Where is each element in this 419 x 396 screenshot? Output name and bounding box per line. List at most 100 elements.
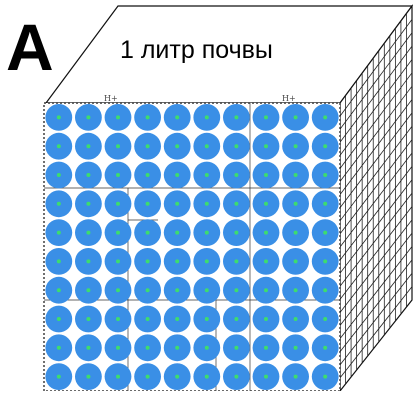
soil-particle-center [175, 259, 180, 264]
soil-particle-center [145, 201, 150, 206]
soil-particle-center [204, 201, 209, 206]
soil-particle-center [264, 115, 268, 120]
soil-particle-center [234, 317, 239, 321]
soil-particle-center [323, 144, 328, 149]
right-face-horizontal-line [339, 166, 413, 261]
soil-particle-center [56, 144, 61, 149]
right-face-horizontal-line [339, 192, 413, 287]
right-face-horizontal-line [339, 219, 413, 313]
soil-particle-center [323, 345, 328, 350]
right-face-horizontal-line [339, 139, 413, 235]
cube-right-face-grid [339, 13, 413, 384]
right-face-horizontal-line [339, 99, 413, 195]
soil-particle-center [264, 230, 268, 235]
soil-particle-center [56, 317, 61, 321]
soil-particle-center [293, 144, 298, 149]
soil-particle-center [204, 144, 209, 149]
soil-particle-center [264, 259, 268, 264]
soil-particle-center [175, 288, 180, 293]
soil-particle-center [264, 345, 268, 350]
soil-particle-center [116, 115, 120, 120]
soil-particle-center [264, 144, 268, 149]
soil-particle-center [234, 288, 239, 293]
soil-particle-center [116, 345, 120, 350]
soil-particle-center [56, 345, 61, 350]
soil-particle-center [145, 230, 150, 235]
soil-particle-center [145, 144, 150, 149]
soil-particle-center [86, 345, 91, 350]
right-face-horizontal-line [339, 112, 413, 208]
soil-particle-center [86, 259, 91, 264]
soil-particle-center [86, 201, 91, 206]
soil-particle-center [145, 345, 150, 350]
soil-particle-center [56, 259, 61, 264]
right-face-horizontal-line [339, 72, 413, 169]
soil-particle-center [56, 288, 61, 293]
soil-particle-center [204, 317, 209, 321]
soil-particle-center [116, 144, 120, 149]
right-face-horizontal-line [339, 246, 413, 339]
soil-particle-center [323, 259, 328, 264]
soil-particle-center [145, 259, 150, 264]
soil-particle-center [264, 317, 268, 321]
panel-letter: A [6, 10, 54, 84]
soil-particle-center [204, 374, 209, 379]
soil-particle-center [145, 374, 150, 379]
soil-particle-center [293, 374, 298, 379]
soil-particle-center [293, 201, 298, 206]
soil-particle-center [234, 115, 239, 120]
soil-particle-center [56, 230, 61, 235]
soil-particle-center [175, 201, 180, 206]
soil-particle-center [323, 317, 328, 321]
soil-particle-center [293, 288, 298, 293]
right-face-horizontal-line [339, 259, 413, 352]
soil-particle-center [234, 259, 239, 264]
soil-particle-center [145, 288, 150, 293]
soil-particle-center [234, 345, 239, 350]
soil-particle-center [234, 230, 239, 235]
soil-particle-center [293, 317, 298, 321]
right-face-horizontal-line [339, 179, 413, 274]
soil-particle-center [234, 173, 239, 177]
soil-particle-center [234, 374, 239, 379]
soil-particle-center [175, 144, 180, 149]
right-face-horizontal-line [339, 126, 413, 222]
soil-particle-center [234, 201, 239, 206]
soil-particle-center [86, 173, 91, 177]
soil-particle-center [175, 230, 180, 235]
soil-particle-center [116, 317, 120, 321]
soil-particle-center [116, 201, 120, 206]
soil-particle-center [116, 230, 120, 235]
soil-particle-center [116, 173, 120, 177]
soil-particle-center [264, 201, 268, 206]
soil-particle-center [86, 317, 91, 321]
soil-particle-center [116, 374, 120, 379]
soil-particle-center [323, 201, 328, 206]
soil-particle-center [323, 173, 328, 177]
soil-particle-center [293, 259, 298, 264]
soil-particle-center [293, 115, 298, 120]
soil-particle-grid [45, 104, 339, 390]
soil-particle-center [204, 288, 209, 293]
soil-particle-center [175, 115, 180, 120]
soil-particle-center [116, 288, 120, 293]
soil-particle-center [204, 259, 209, 264]
soil-particle-center [56, 374, 61, 379]
soil-particle-center [116, 259, 120, 264]
right-face-horizontal-line [339, 32, 413, 130]
soil-particle-center [86, 288, 91, 293]
soil-particle-center [264, 374, 268, 379]
soil-particle-center [175, 317, 180, 321]
soil-particle-center [86, 230, 91, 235]
right-face-horizontal-line [339, 152, 413, 248]
soil-particle-center [234, 144, 239, 149]
soil-particle-center [204, 345, 209, 350]
right-face-horizontal-line [339, 45, 413, 143]
cube-label: 1 литр почвы [120, 36, 273, 64]
soil-particle-center [145, 173, 150, 177]
ion-label-hplus-left: H+ [104, 94, 118, 103]
soil-particle-center [204, 230, 209, 235]
right-face-horizontal-line [339, 19, 413, 117]
soil-particle-center [145, 317, 150, 321]
